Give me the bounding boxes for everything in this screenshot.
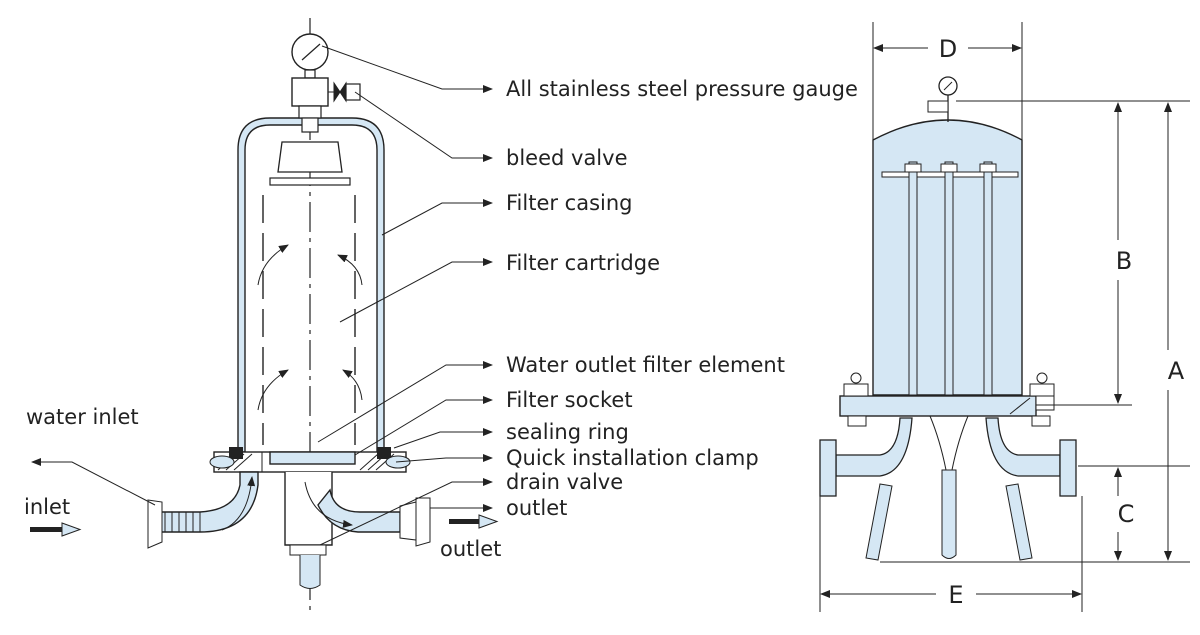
- vessel-side-pipes: [819, 417, 1077, 497]
- right-filter-dimension-view: D B A C E: [819, 22, 1190, 612]
- callout-bleed-valve: bleed valve: [506, 146, 628, 170]
- vessel-base-flange: [839, 372, 1055, 427]
- inlet-arrow-icon: [30, 522, 82, 537]
- dimension-c-label: C: [1118, 500, 1135, 528]
- callout-pressure-gauge: All stainless steel pressure gauge: [506, 77, 858, 101]
- vessel-gauge-icon: [927, 76, 958, 122]
- base-flange: [209, 447, 411, 473]
- vessel-legs: [865, 415, 1033, 561]
- bleed-valve-icon: [328, 81, 361, 103]
- outlet-arrow-icon: [449, 514, 499, 529]
- dimension-b-label: B: [1116, 247, 1132, 275]
- callout-drain-valve: drain valve: [506, 470, 623, 494]
- dimension-d-label: D: [939, 35, 957, 63]
- cartridge-top-cap: [269, 117, 351, 186]
- outlet-label: outlet: [440, 537, 501, 561]
- tie-rods: [904, 161, 997, 396]
- dimension-e-label: E: [948, 581, 963, 609]
- dimension-lines: [819, 22, 1190, 612]
- callout-leaders: [31, 45, 493, 546]
- callout-water-outlet-filter-element: Water outlet filter element: [506, 353, 785, 377]
- left-filter-cross-section: All stainless steel pressure gauge bleed…: [24, 18, 858, 610]
- pressure-gauge-icon: [291, 33, 329, 119]
- lower-housing: [284, 472, 333, 589]
- callout-sealing-ring: sealing ring: [506, 420, 629, 444]
- inlet-label: inlet: [24, 495, 70, 519]
- callout-outlet: outlet: [506, 496, 567, 520]
- callout-quick-installation-clamp: Quick installation clamp: [506, 446, 759, 470]
- callout-filter-casing: Filter casing: [506, 191, 633, 215]
- callout-filter-cartridge: Filter cartridge: [506, 251, 660, 275]
- inlet-pipe: [147, 471, 259, 549]
- dimension-a-label: A: [1168, 357, 1185, 385]
- callout-filter-socket: Filter socket: [506, 388, 633, 412]
- water-inlet-label: water inlet: [26, 405, 139, 429]
- outlet-pipe: [304, 481, 431, 547]
